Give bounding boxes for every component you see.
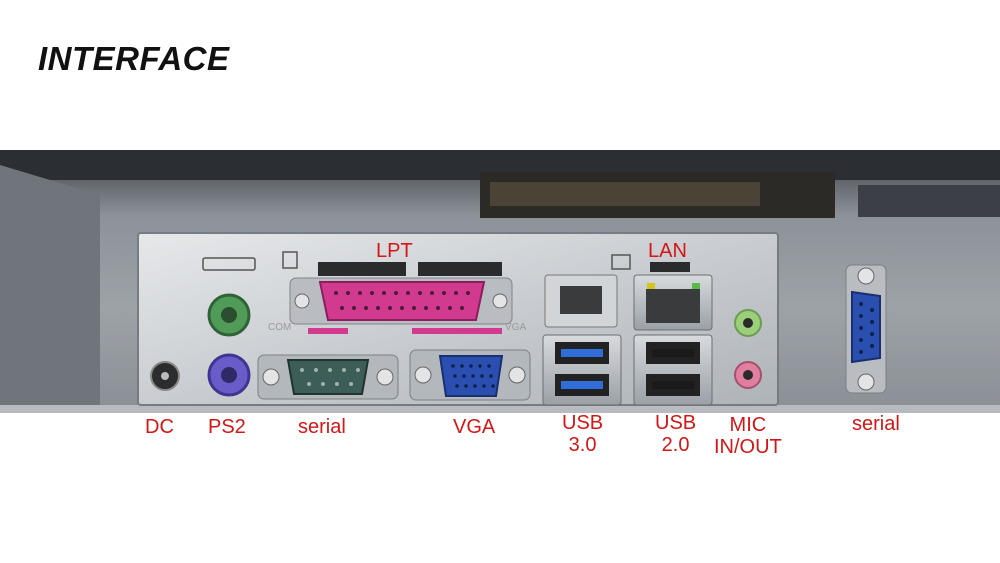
serial-right-pins	[859, 302, 874, 354]
audio-jack-green-hole	[743, 318, 753, 328]
dc-jack-pin	[161, 372, 169, 380]
label-ps2: PS2	[208, 416, 246, 438]
label-serial-right: serial	[852, 413, 900, 435]
label-mic-line1: MIC	[729, 414, 767, 436]
network-icon	[611, 254, 631, 270]
printer-icon	[282, 251, 298, 269]
label-usb2-line1: USB	[655, 412, 697, 434]
label-serial-left: serial	[298, 416, 346, 438]
lpt-pins	[334, 291, 470, 310]
panel-marking-com: COM	[268, 322, 292, 333]
keyboard-mouse-icon	[202, 257, 256, 271]
page-title: INTERFACE	[38, 40, 230, 77]
top-usb-slot-inner	[560, 286, 602, 314]
vga-screw-right	[508, 366, 526, 384]
label-mic-line2: IN/OUT	[714, 436, 782, 458]
label-vga: VGA	[453, 416, 496, 438]
usb3-tongue-bottom	[561, 381, 603, 389]
label-usb2: USB 2.0	[655, 412, 696, 456]
ps2-purple-center	[221, 367, 237, 383]
label-usb3: USB 3.0	[562, 412, 603, 456]
lpt-top-slot-left	[318, 262, 406, 276]
lan-led-right	[692, 283, 700, 289]
label-usb2-line2: 2.0	[661, 434, 690, 456]
serial-left-screw-right	[376, 368, 394, 386]
label-usb3-line1: USB	[562, 412, 604, 434]
lan-top-slot	[650, 262, 690, 272]
vga-label-bar	[412, 328, 502, 334]
ps2-green-center	[221, 307, 237, 323]
usb2-tongue-top	[652, 349, 694, 357]
label-usb3-line2: 3.0	[568, 434, 597, 456]
panel-marking-vga: VGA	[505, 322, 527, 333]
label-lan: LAN	[648, 240, 687, 262]
chassis-left-edge	[0, 165, 100, 412]
label-dc: DC	[145, 416, 174, 438]
right-vent-opening	[858, 185, 1000, 217]
serial-left-screw-left	[262, 368, 280, 386]
serial-right-screw-bottom	[857, 373, 875, 391]
serial-left-pins	[300, 368, 360, 386]
label-mic: MIC IN/OUT	[714, 414, 782, 458]
audio-jack-pink-hole	[743, 370, 753, 380]
lpt-screw-left	[294, 293, 310, 309]
serial-left-connector	[286, 359, 370, 395]
lan-port-socket	[646, 289, 700, 323]
label-lpt: LPT	[376, 240, 413, 262]
io-panel-photo	[0, 150, 1000, 413]
lpt-connector	[318, 281, 486, 321]
lpt-screw-right	[492, 293, 508, 309]
serial-right-screw-top	[857, 267, 875, 285]
vga-screw-left	[414, 366, 432, 384]
lan-led-left	[647, 283, 655, 289]
usb3-tongue-top	[561, 349, 603, 357]
usb2-tongue-bottom	[652, 381, 694, 389]
com-label-bar	[308, 328, 348, 334]
internal-board	[490, 182, 760, 206]
chassis-bottom-lip	[0, 405, 1000, 413]
lpt-top-slot-right	[418, 262, 502, 276]
vga-pins	[451, 364, 495, 388]
serial-right-connector	[851, 290, 881, 364]
